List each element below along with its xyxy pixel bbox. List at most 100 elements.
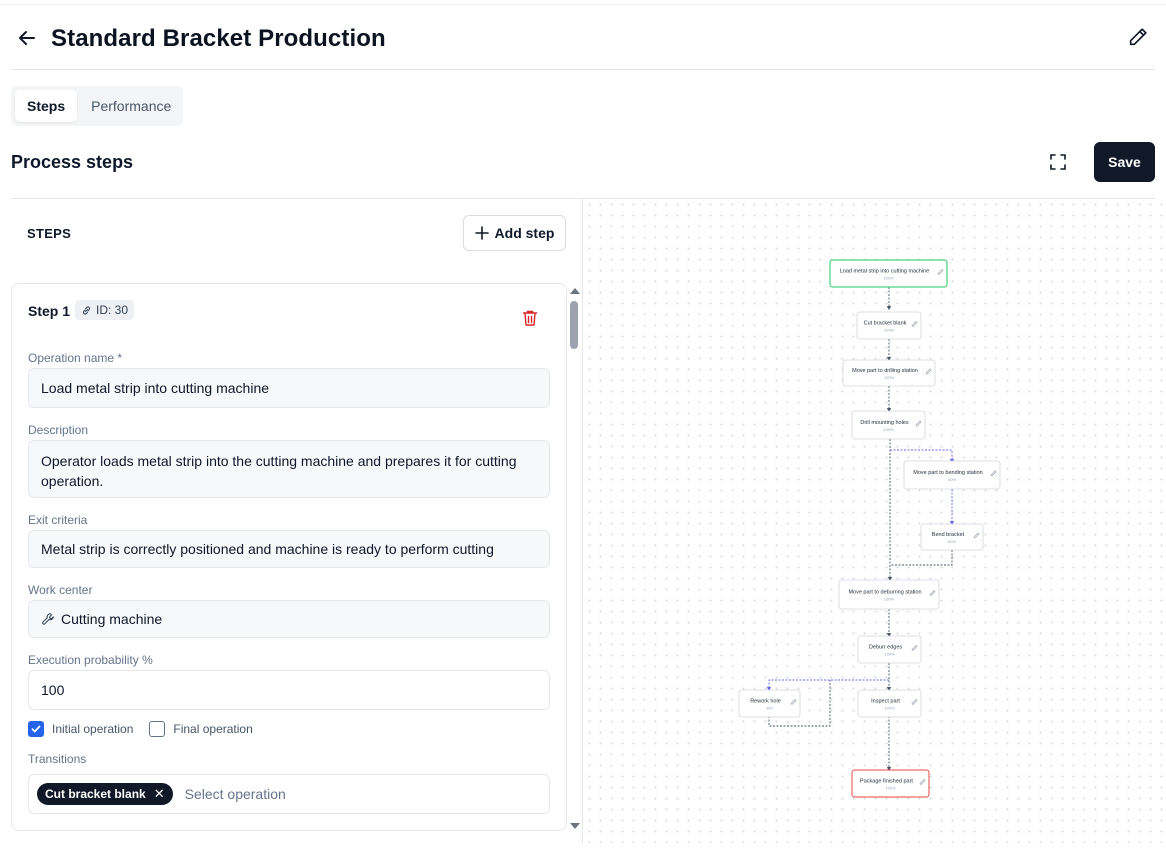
operation-name-input[interactable]: Load metal strip into cutting machine <box>28 368 550 408</box>
flow-node-percent: 100% <box>884 706 895 711</box>
wrench-icon <box>919 779 926 785</box>
exit-criteria-label: Exit criteria <box>28 513 88 527</box>
content-divider <box>11 198 1155 199</box>
steps-scrollbar[interactable] <box>569 285 581 833</box>
add-step-label: Add step <box>494 225 555 241</box>
flow-node-box <box>842 359 936 387</box>
transitions-select[interactable]: Cut bracket blank ✕ Select operation <box>28 774 550 814</box>
step-id-badge[interactable]: ID: 30 <box>75 300 135 320</box>
top-border <box>0 4 1166 5</box>
work-center-label: Work center <box>28 583 93 597</box>
steps-heading: STEPS <box>27 226 72 241</box>
operation-flags: Initial operation Final operation <box>28 721 253 737</box>
flow-node-label: Package finished part <box>860 779 913 785</box>
page-header: Standard Bracket Production <box>11 16 1155 70</box>
wrench-icon <box>990 470 997 477</box>
flow-node-label: Bend bracket <box>932 532 965 538</box>
flow-node-percent: 100% <box>884 328 895 333</box>
probability-label: Execution probability % <box>28 653 153 667</box>
fullscreen-button[interactable] <box>1048 152 1068 172</box>
flow-node-box <box>829 259 948 288</box>
flow-node-label: Move part to drilling station <box>852 368 918 374</box>
page-title: Standard Bracket Production <box>51 25 386 52</box>
transition-chip-label: Cut bracket blank <box>45 787 146 801</box>
probability-value: 100 <box>41 682 65 698</box>
arrow-left-icon <box>19 31 35 45</box>
plus-icon <box>474 226 489 240</box>
save-button[interactable]: Save <box>1094 142 1155 182</box>
flow-diagram: Load metal strip into cutting machine100… <box>738 259 1001 798</box>
transitions-label: Transitions <box>28 752 87 766</box>
tab-performance[interactable]: Performance <box>91 98 172 114</box>
flow-node-label: Move part to bending station <box>913 470 982 476</box>
work-center-value: Cutting machine <box>61 611 163 627</box>
description-input[interactable]: Operator loads metal strip into the cutt… <box>28 440 550 498</box>
exit-criteria-value: Metal strip is correctly positioned and … <box>41 541 494 557</box>
select-operation-placeholder: Select operation <box>184 786 286 802</box>
final-operation-checkbox[interactable] <box>149 721 166 737</box>
flow-node-percent: 100% <box>884 652 895 657</box>
wrench-icon <box>911 321 918 327</box>
flow-node-label: Inspect part <box>871 699 900 705</box>
operation-name-value: Load metal strip into cutting machine <box>41 380 270 396</box>
panel-separator <box>582 199 583 843</box>
back-button[interactable] <box>15 26 39 50</box>
flow-node-label: Rework hole <box>750 699 781 705</box>
wrench-icon <box>929 590 936 596</box>
work-center-select[interactable]: Cutting machine <box>28 600 550 638</box>
scrollbar-arrows <box>570 288 580 829</box>
flow-node[interactable]: Load metal strip into cutting machine100… <box>829 259 948 288</box>
wrench-icon <box>790 699 797 705</box>
flow-node-percent: 100% <box>884 597 895 602</box>
flow-node-box <box>738 689 801 718</box>
step-card: Step 1 ID: 30 Operation name * Load meta… <box>11 283 567 831</box>
add-step-button[interactable]: Add step <box>463 215 566 251</box>
wrench-icon <box>911 699 918 705</box>
wrench-icon <box>973 532 980 539</box>
delete-step-button[interactable] <box>522 309 540 327</box>
steps-panel: STEPS Add step Step 1 ID: 30 Operation n… <box>11 199 583 843</box>
flow-node-box <box>903 460 1001 490</box>
wrench-icon <box>925 368 932 375</box>
tab-steps[interactable]: Steps <box>15 90 78 122</box>
initial-operation-checkbox[interactable] <box>28 721 44 737</box>
flow-node-box <box>851 410 926 440</box>
remove-transition-icon[interactable]: ✕ <box>153 786 165 801</box>
flow-node-box <box>857 689 922 718</box>
wrench-icon <box>937 269 944 275</box>
description-label: Description <box>28 423 89 437</box>
initial-operation-label: Initial operation <box>52 722 134 736</box>
transition-chip: Cut bracket blank ✕ <box>37 783 173 805</box>
flow-node-box <box>856 311 922 340</box>
flow-node-label: Deburr edges <box>869 645 903 651</box>
expand-icon <box>1050 154 1066 170</box>
check-icon <box>31 725 41 733</box>
scrollbar-thumb[interactable] <box>570 301 578 349</box>
flow-node-box <box>920 523 984 551</box>
final-operation-label: Final operation <box>173 722 253 736</box>
wrench-icon <box>42 613 54 625</box>
edit-button[interactable] <box>1127 26 1149 48</box>
flow-node-percent: 100% <box>885 786 896 791</box>
step-title: Step 1 <box>28 303 71 319</box>
trash-icon <box>522 310 538 326</box>
flow-node-box <box>851 769 930 798</box>
section-title: Process steps <box>11 152 134 172</box>
description-value: Operator loads metal strip into the cutt… <box>41 453 517 489</box>
exit-criteria-input[interactable]: Metal strip is correctly positioned and … <box>28 530 550 568</box>
flow-node-box <box>857 635 922 664</box>
probability-input[interactable]: 100 <box>28 670 550 710</box>
flow-node-percent: 100% <box>883 427 894 432</box>
flow-node-label: Move part to deburring station <box>848 590 921 596</box>
